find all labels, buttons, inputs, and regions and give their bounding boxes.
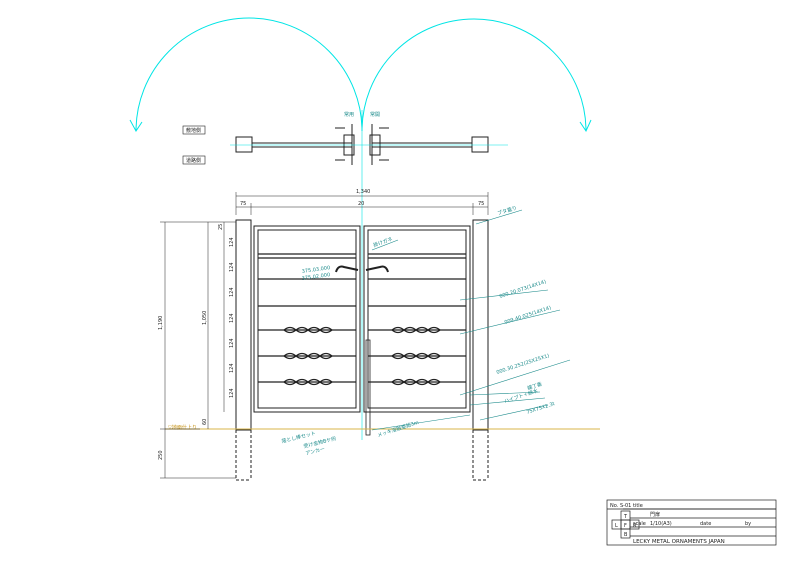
dim-rail-1: 124 xyxy=(229,237,235,247)
dim-rail-5: 124 xyxy=(229,338,235,348)
left-swing-arc xyxy=(135,17,363,132)
elevation xyxy=(235,219,489,481)
plan-view xyxy=(235,124,489,165)
tb-no-label: No. xyxy=(610,503,619,509)
callout-post: 75X75X2.3t xyxy=(526,401,556,416)
label-ground-finish: ▽地面仕上り xyxy=(168,424,197,431)
dim-overall-width: 1,340 xyxy=(356,189,370,195)
callout-bar1: 000.20.073(14X14) xyxy=(499,279,547,300)
tb-title: 門扉 xyxy=(650,511,660,518)
dim-overall-height: 1,190 xyxy=(158,316,164,330)
tb-letter-t: T xyxy=(623,514,628,520)
callout-handle-code: 375.03.000 xyxy=(301,265,330,275)
tb-letter-b: B xyxy=(624,532,628,538)
dim-rail-2: 124 xyxy=(229,262,235,272)
tb-company: LECKY METAL ORNAMENTS JAPAN xyxy=(633,539,725,545)
label-site-side: 敷地側 xyxy=(186,127,201,134)
twist-ornaments xyxy=(283,326,441,386)
dim-center-gap: 20 xyxy=(358,201,364,207)
dim-rail-7: 124 xyxy=(229,388,235,398)
dim-rail-0: 25 xyxy=(218,224,224,230)
callout-bar3: 000.30.252(25X25X1) xyxy=(496,353,550,376)
right-handle xyxy=(365,265,389,273)
left-handle xyxy=(335,265,359,273)
tb-letter-f: F xyxy=(624,523,627,529)
tb-scale: 1/10(A3) xyxy=(650,521,672,527)
callout-cap: ブタ蓋り xyxy=(497,204,518,217)
dim-post-right: 75 xyxy=(478,201,484,207)
callout-bolt: ハイプト＋締木 xyxy=(503,387,538,404)
dim-post-left: 75 xyxy=(240,201,246,207)
tb-date-label: date xyxy=(700,521,711,527)
dim-rail-4: 124 xyxy=(229,313,235,323)
tb-letter-r: R xyxy=(633,523,637,529)
tb-scale-label: scale xyxy=(633,521,646,527)
dim-bottom-clear: 60 xyxy=(202,419,208,425)
right-swing-arc xyxy=(361,18,587,132)
callout-hinge: 蝶丁番 xyxy=(526,381,542,392)
callout-anchor: アンカー xyxy=(305,446,326,457)
tb-letter-l: L xyxy=(615,523,618,529)
dim-gate-height: 1,050 xyxy=(202,311,208,325)
label-road-side: 道路側 xyxy=(186,157,201,164)
label-constant-open: 常開 xyxy=(370,111,380,118)
callout-hook: 掛けガネ xyxy=(372,235,393,248)
dim-rail-6: 124 xyxy=(229,363,235,373)
title-block xyxy=(606,499,777,546)
label-constant-use: 常用 xyxy=(344,111,354,118)
tb-drawing-no: S-01 xyxy=(620,503,631,509)
callout-handle-code2: 375.02.000 xyxy=(301,272,330,282)
dim-rail-3: 124 xyxy=(229,287,235,297)
dim-foundation: 250 xyxy=(158,450,164,460)
callout-bar2: 009.40.025(14X14) xyxy=(504,305,552,326)
tb-title-label: title xyxy=(633,503,643,509)
tb-by-label: by xyxy=(745,521,751,527)
